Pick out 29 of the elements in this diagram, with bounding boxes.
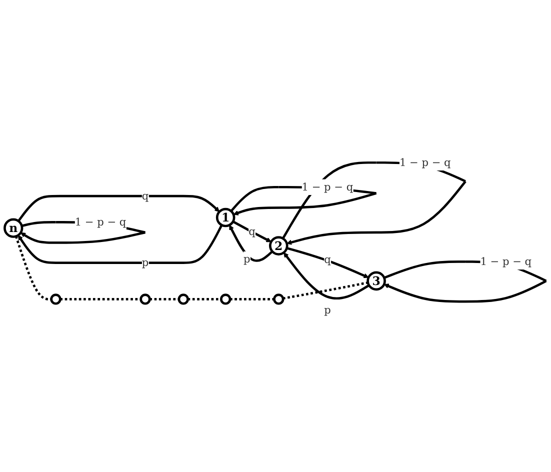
arrow (229, 224, 274, 262)
edge-label: q (324, 253, 331, 266)
arrow (18, 194, 220, 222)
edge-label: q (248, 225, 256, 238)
edge-label: p (324, 304, 331, 316)
node-circle (273, 293, 284, 304)
connector (188, 298, 222, 300)
node-circle: n (4, 218, 24, 238)
edge-label: p (142, 256, 149, 269)
node-circle (140, 293, 151, 304)
edge-label: q (142, 189, 149, 202)
arrow (232, 220, 272, 242)
edge-label: p (244, 252, 250, 266)
node-circle: 1 (216, 207, 236, 227)
connector (282, 281, 368, 300)
node-circle: 2 (268, 236, 288, 256)
edge-label: 1 − p − q (74, 216, 126, 228)
connector (14, 236, 52, 300)
node-circle: 3 (366, 270, 386, 290)
edge-label: 1 − p − q (480, 255, 532, 268)
edge-label: 1 − p − q (302, 180, 354, 193)
arrow (286, 246, 369, 278)
edge-label: 1 − p − q (399, 156, 451, 168)
arrow (284, 252, 370, 300)
node-circle (178, 293, 189, 304)
connector (230, 298, 274, 300)
node-circle (220, 293, 232, 304)
arrow (18, 224, 223, 264)
node-circle (50, 293, 62, 304)
